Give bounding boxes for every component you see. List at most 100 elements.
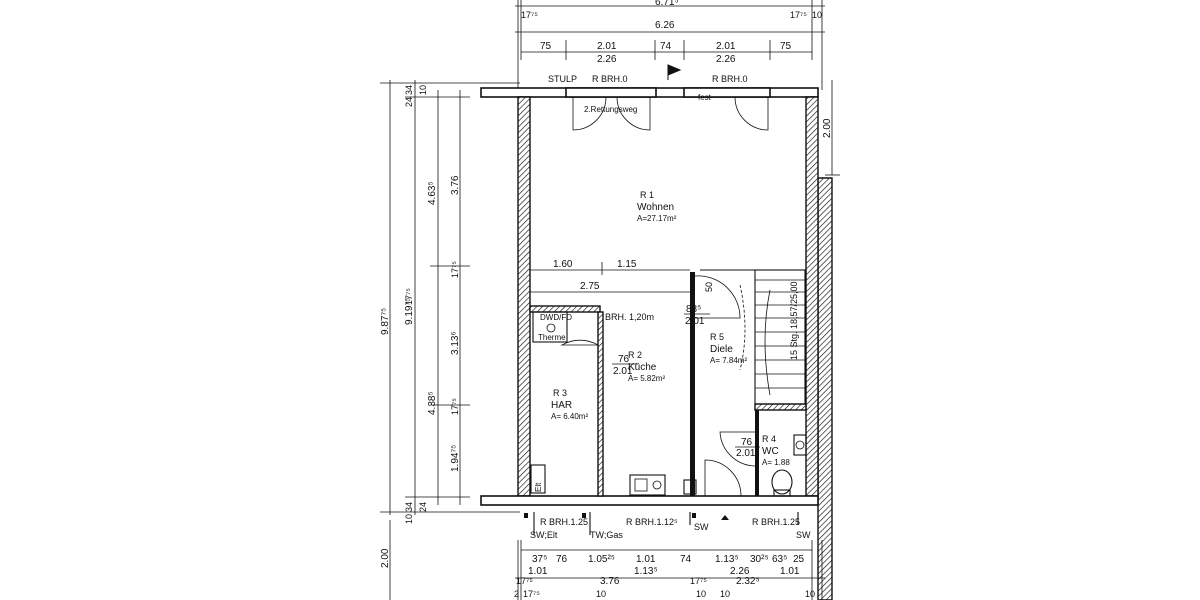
label-sw-1: SW — [694, 522, 709, 532]
door-kueche-width: 76 — [618, 354, 630, 365]
fixture-therme: Therme — [538, 333, 566, 342]
dim-seg-4b: 2.26 — [716, 54, 736, 65]
dim-bottom-r4-3: 10 — [696, 589, 706, 599]
dim-seg-1: 75 — [540, 41, 552, 52]
dim-top-left-edge: 17⁷⁵ — [521, 10, 538, 20]
dim-bottom-r3-0: 17⁷⁵ — [516, 576, 533, 586]
dim-bottom-r4-4: 10 — [720, 589, 730, 599]
dim-total-depth: 9.87⁷⁵ — [380, 308, 391, 335]
stair-spec: 15 Stg. 18,57/25,00 — [789, 281, 799, 360]
label-fest: fest — [698, 93, 712, 102]
room-diele-area: A= 7.84m² — [710, 356, 747, 365]
label-brh-right: R BRH.0 — [712, 74, 748, 84]
room-wc-number: R 4 — [762, 434, 776, 444]
dim-stair-50: 50 — [704, 282, 714, 292]
dim-overall-width: 6.71⁵ — [655, 0, 679, 8]
dim-bottom-r1-5: 1.13⁵ — [715, 554, 739, 565]
dim-2-75: 2.75 — [580, 281, 600, 292]
label-brh-1-25-right: R BRH.1.25 — [752, 517, 800, 527]
label-rettungsweg: 2.Rettungsweg — [584, 105, 637, 114]
fixture-elt: Elt — [534, 482, 543, 492]
room-har-number: R 3 — [553, 388, 567, 398]
dim-inner-width: 6.26 — [655, 20, 675, 31]
room-wohnen-number: R 1 — [640, 190, 654, 200]
label-stulp: STULP — [548, 74, 577, 84]
top-room-notes: 2.Rettungsweg fest — [584, 93, 712, 114]
label-tw-gas: TW;Gas — [590, 530, 623, 540]
right-side: 2.00 — [817, 80, 840, 600]
label-sw-elt: SW;Elt — [530, 530, 558, 540]
dim-bottom-r4-0: 2 — [514, 589, 519, 599]
dim-bottom-r2-0: 1.01 — [528, 566, 548, 577]
dim-bottom-r3-1: 3.76 — [600, 576, 620, 587]
dim-bottom-r3-3: 2.32⁵ — [736, 576, 760, 587]
dim-bot-10: 10 — [404, 514, 414, 524]
door-wc-height: 2.01 — [736, 448, 756, 459]
room-diele-number: R 5 — [710, 332, 724, 342]
dim-seg-3: 74 — [660, 41, 672, 52]
dim-depth-i: 1.94⁷⁵ — [450, 445, 461, 472]
label-sw-2: SW — [796, 530, 811, 540]
room-wohnen-area: A=27.17m² — [637, 214, 677, 223]
dim-depth-d: 17⁷⁵ — [450, 261, 460, 278]
door-wc-width: 76 — [741, 437, 753, 448]
label-brh-1-25-left: R BRH.1.25 — [540, 517, 588, 527]
dim-top-right-edge: 17⁷⁵ — [790, 10, 807, 20]
room-kueche-area: A= 5.82m² — [628, 374, 665, 383]
dim-bottom-r2-1: 1.13⁵ — [634, 566, 658, 577]
dim-right-2-00: 2.00 — [822, 118, 833, 138]
dim-depth-a: 9.19⁷⁵ — [404, 298, 415, 325]
room-har: R 3 HAR A= 6.40m² — [551, 388, 588, 421]
room-kueche: R 2 Küche A= 5.82m² — [628, 350, 665, 383]
label-brh-left: R BRH.0 — [592, 74, 628, 84]
interior-dimensions: 1.60 1.15 2.75 88⁵ 2.01 76 2.01 76 2.01 … — [530, 259, 760, 459]
staircase: 15 Stg. 18,57/25,00 50 — [704, 269, 806, 405]
dim-1-15: 1.15 — [617, 259, 637, 270]
room-diele: R 5 Diele A= 7.84m² — [710, 332, 747, 365]
room-har-area: A= 6.40m² — [551, 412, 588, 421]
door-kueche-height: 2.01 — [613, 366, 633, 377]
dim-bottom-r1-0: 37⁵ — [532, 554, 547, 565]
dim-bot-34: 34 — [404, 502, 414, 512]
dim-top-10: 10 — [418, 85, 428, 95]
bottom-labels: R BRH.1.25 R BRH.1.12⁵ R BRH.1.25 SW SW … — [524, 512, 811, 540]
door-diele-height: 2.01 — [685, 316, 705, 327]
dim-top-right-edge-b: 10 — [812, 10, 822, 20]
top-dimensions: 6.71⁵ 17⁷⁵ 6.26 17⁷⁵ 10 75 2.01 2.26 74 … — [515, 0, 825, 90]
doors — [560, 96, 769, 497]
dim-1-60: 1.60 — [553, 259, 573, 270]
dim-seg-4: 2.01 — [716, 41, 736, 52]
left-dimensions: 9.87⁷⁵ 9.19⁷⁵ 4.63⁵ 3.76 17⁷⁵ 17⁷⁵ 3.13⁶… — [380, 80, 520, 600]
room-wc-area: A= 1.88 — [762, 458, 790, 467]
fixtures: DWD/FD Therme Elt — [530, 311, 807, 497]
dim-bot-24: 24 — [418, 502, 428, 512]
dim-bottom-r1-4: 74 — [680, 554, 692, 565]
label-brh-1-12: R BRH.1.12⁵ — [626, 517, 678, 527]
dim-bottom-r1-7: 63⁵ — [772, 554, 787, 565]
dim-bottom-r4-2: 10 — [596, 589, 606, 599]
room-har-name: HAR — [551, 400, 572, 411]
dim-depth-e: 17⁷⁵ — [404, 288, 414, 305]
dim-bottom-r4-5: 10 — [805, 589, 815, 599]
dim-bottom-r3-2: 17⁷⁵ — [690, 576, 707, 586]
walls — [480, 87, 819, 506]
room-wohnen-name: Wohnen — [637, 202, 674, 213]
dim-bottom-r2-2: 2.26 — [730, 566, 750, 577]
dim-seg-2: 2.01 — [597, 41, 617, 52]
dim-top-34: 34 — [404, 85, 414, 95]
dim-bottom-r1-3: 1.01 — [636, 554, 656, 565]
dim-bottom-r1-6: 30²⁵ — [750, 554, 769, 565]
dim-depth-c: 3.76 — [450, 175, 461, 195]
dim-below-2-00: 2.00 — [380, 548, 391, 568]
dim-depth-h: 17⁷⁵ — [450, 398, 460, 415]
dim-depth-b: 4.63⁵ — [427, 181, 438, 205]
room-wc-name: WC — [762, 446, 779, 457]
door-diele-width: 88⁵ — [686, 304, 701, 315]
fixture-dwfd: DWD/FD — [540, 313, 572, 322]
top-window-labels: STULP R BRH.0 R BRH.0 — [548, 64, 748, 84]
room-wc: R 4 WC A= 1.88 — [762, 434, 790, 467]
dim-bottom-r2-3: 1.01 — [780, 566, 800, 577]
dim-top-24: 24 — [404, 97, 414, 107]
room-kueche-number: R 2 — [628, 350, 642, 360]
